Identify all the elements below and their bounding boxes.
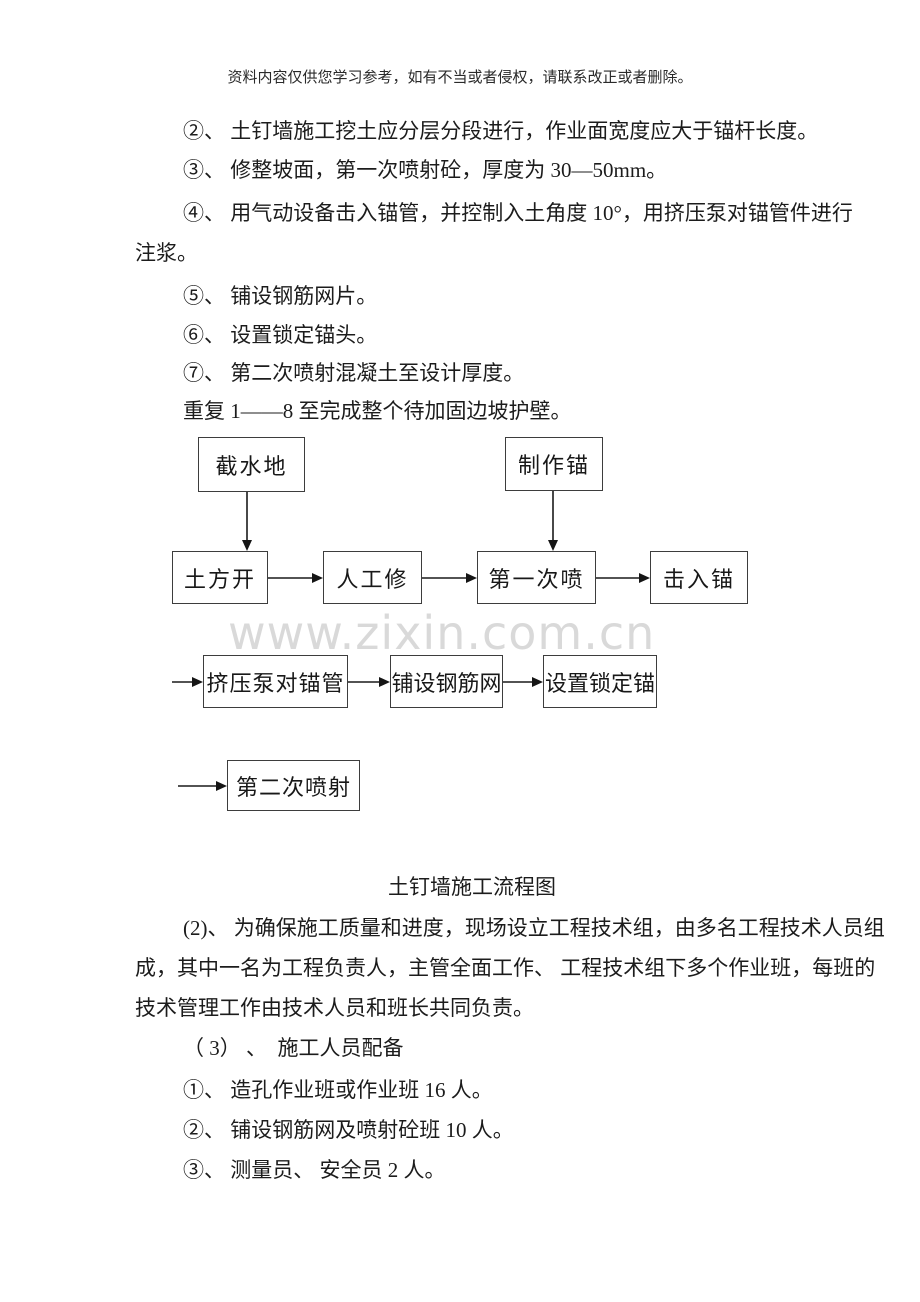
- step-line-2: ②、 土钉墙施工挖土应分层分段进行，作业面宽度应大于锚杆长度。: [183, 119, 819, 143]
- step-line-3: ③、 修整坡面，第一次喷射砼，厚度为 30—50mm。: [183, 158, 668, 182]
- step-line-5: ⑤、 铺设钢筋网片。: [183, 284, 378, 308]
- box-lay-rebar-mesh: 铺设钢筋网: [390, 655, 503, 708]
- step-line-6: ⑥、 设置锁定锚头。: [183, 323, 378, 347]
- step-line-4: ④、 用气动设备击入锚管，并控制入土角度 10°，用挤压泵对锚管件进行: [183, 201, 853, 225]
- heading-personnel: （ 3） 、 施工人员配备: [183, 1036, 404, 1060]
- box-set-lock-anchor: 设置锁定锚: [543, 655, 657, 708]
- box-earth-excavation: 土方开: [172, 551, 268, 604]
- box-make-anchor: 制作锚: [505, 437, 603, 491]
- box-second-shotcrete: 第二次喷射: [227, 760, 360, 811]
- repeat-note-line: 重复 1——8 至完成整个待加固边坡护壁。: [183, 399, 572, 423]
- flowchart-caption: 土钉墙施工流程图: [388, 875, 556, 899]
- box-first-shotcrete: 第一次喷: [477, 551, 596, 604]
- box-grout-anchor-pipe: 挤压泵对锚管: [203, 655, 348, 708]
- personnel-line-2: ②、 铺设钢筋网及喷射砼班 10 人。: [183, 1118, 514, 1142]
- watermark-text: www.zixin.com.cn: [228, 606, 656, 660]
- disclaimer-text: 资料内容仅供您学习参考，如有不当或者侵权，请联系改正或者删除。: [227, 70, 693, 86]
- box-water-interception: 截水地: [198, 437, 305, 492]
- para2-line-2: 成，其中一名为工程负责人，主管全面工作、 工程技术组下多个作业班，每班的: [135, 956, 876, 980]
- step-line-7: ⑦、 第二次喷射混凝土至设计厚度。: [183, 361, 525, 385]
- para2-line-1: (2)、 为确保施工质量和进度，现场设立工程技术组，由多名工程技术人员组: [183, 916, 885, 940]
- para2-line-3: 技术管理工作由技术人员和班长共同负责。: [135, 996, 534, 1020]
- box-drive-anchor: 击入锚: [650, 551, 748, 604]
- box-manual-trimming: 人工修: [323, 551, 422, 604]
- step-line-4-cont: 注浆。: [135, 241, 198, 265]
- personnel-line-1: ①、 造孔作业班或作业班 16 人。: [183, 1078, 493, 1102]
- personnel-line-3: ③、 测量员、 安全员 2 人。: [183, 1158, 446, 1182]
